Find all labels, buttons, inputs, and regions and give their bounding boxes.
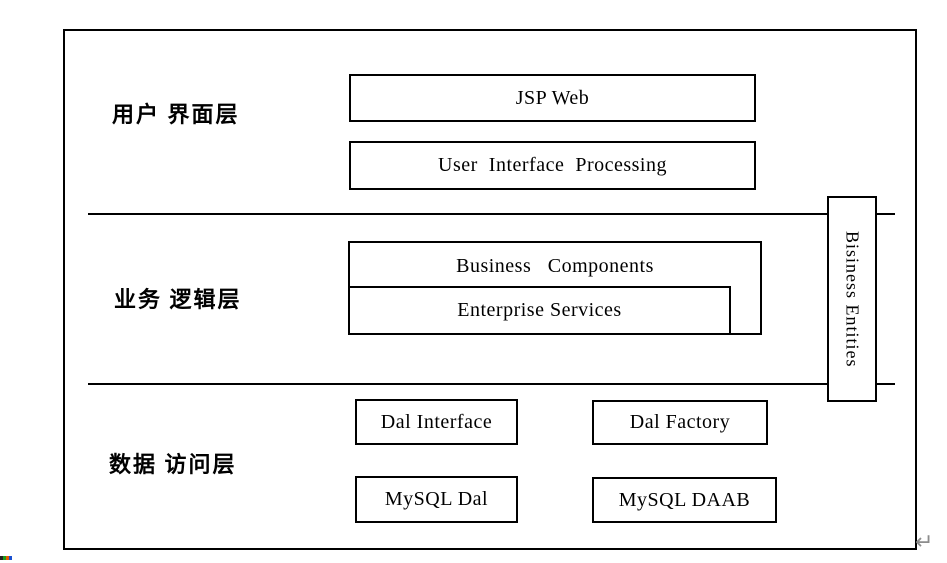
box-enterprise-services: Enterprise Services [350, 286, 731, 333]
business-components-label: Business Components [456, 254, 654, 277]
box-mysql-dal: MySQL Dal [355, 476, 518, 523]
business-logic-layer-label: 业务 逻辑层 [114, 287, 242, 312]
box-user-interface-processing: User Interface Processing [349, 141, 756, 190]
layer-divider-top [88, 213, 895, 215]
layer-divider-bottom [88, 383, 895, 385]
box-business-entities: Bisiness Entities [827, 196, 877, 402]
box-dal-interface: Dal Interface [355, 399, 518, 445]
box-dal-factory: Dal Factory [592, 400, 768, 445]
screen-corner-artifact [0, 556, 12, 560]
data-access-layer-label: 数据 访问层 [109, 452, 237, 477]
box-mysql-daab: MySQL DAAB [592, 477, 777, 523]
artifact-pixel [0, 556, 3, 560]
artifact-pixel [9, 556, 12, 560]
artifact-pixel [3, 556, 6, 560]
box-jsp-web: JSP Web [349, 74, 756, 122]
paragraph-return-icon: ↵ [915, 530, 934, 555]
artifact-pixel [6, 556, 9, 560]
box-business-components: Business Components Enterprise Services [348, 241, 762, 335]
ui-layer-label: 用户 界面层 [112, 102, 240, 127]
